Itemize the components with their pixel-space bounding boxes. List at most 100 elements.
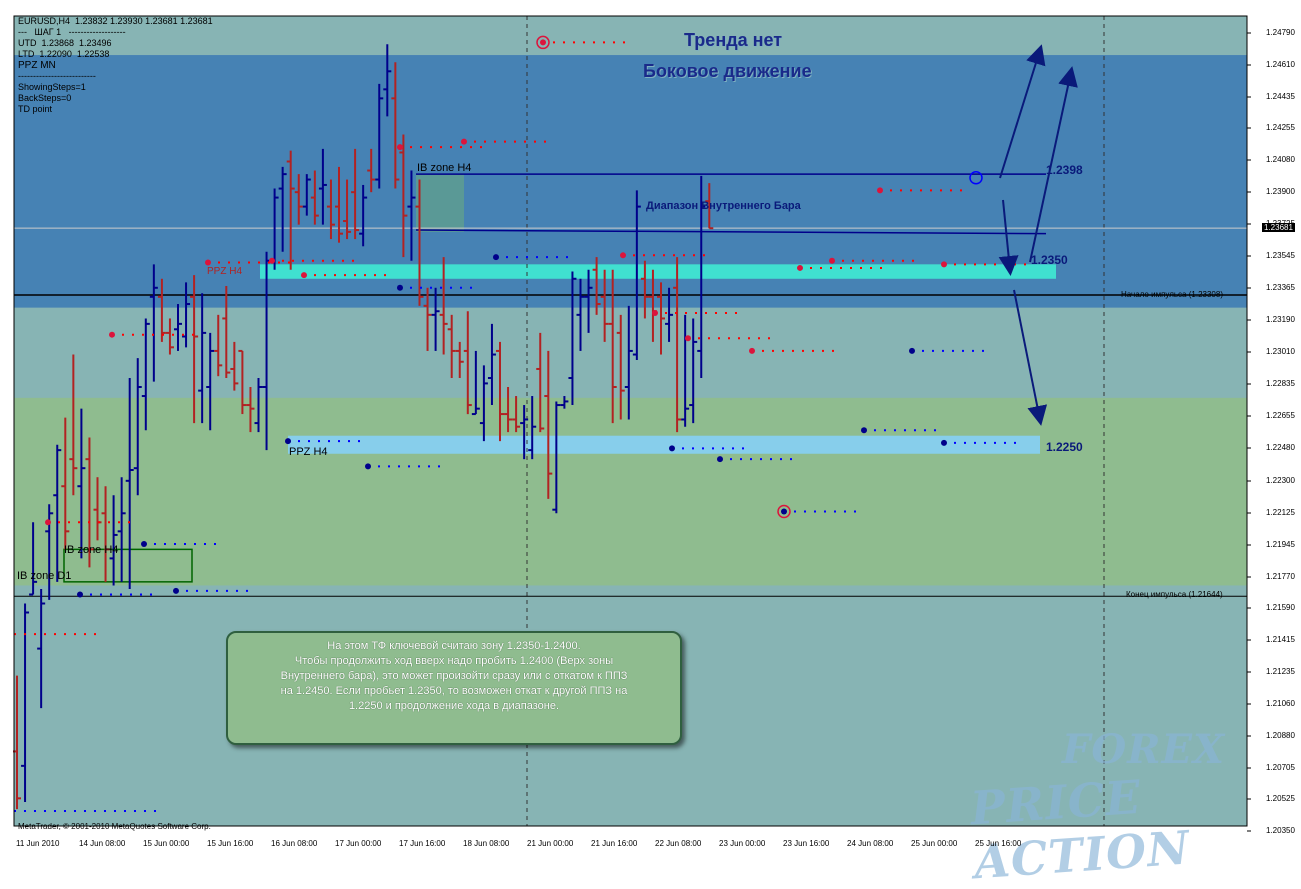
headline-sideways: Боковое движение [643,61,812,81]
cyan-zone-band [260,264,1056,279]
ppz-green-band [14,397,1247,586]
ppz-h4-upper-label: PPZ H4 [207,266,243,277]
current-price-label: 1.23681 [1262,223,1295,233]
price-tick-label: 1.20880 [1266,731,1295,740]
headline-no-trend: Тренда нет [684,30,783,50]
scenario-arrow-2 [998,199,1019,276]
price-tick-label: 1.21235 [1266,667,1295,676]
ib-zone-d1-label: IB zone D1 [17,570,72,582]
time-tick-label: 22 Jun 08:00 [655,839,702,848]
td-point-low [173,587,179,594]
indicator-line-1: --- ШАГ 1 ------------------- [18,27,126,37]
plot-border [13,15,1248,827]
time-tick-label: 23 Jun 00:00 [719,839,766,848]
chart-frame: { "chart_data": { "type": "ohlc-bar", "s… [13,15,1295,889]
td-point-high [540,39,546,46]
price-tick-label: 1.22300 [1266,476,1295,485]
level-1-2350: 1.2350 [1031,253,1068,267]
indicator-line-6: ShowingSteps=1 [18,82,86,92]
price-tick-label: 1.24255 [1266,123,1295,132]
ib-zone-h4-rect [416,174,464,232]
time-tick-label: 11 Jun 2010 [16,839,60,848]
td-point-low [781,508,787,515]
td-point-high [797,264,803,271]
price-tick-label: 1.23190 [1266,315,1295,324]
time-tick-label: 21 Jun 16:00 [591,839,638,848]
td-point-low [141,540,147,547]
time-tick-label: 16 Jun 08:00 [271,839,318,848]
td-point-low [717,456,723,463]
td-point-high [652,310,658,317]
price-tick-label: 1.23545 [1266,251,1295,260]
price-tick-label: 1.21590 [1266,603,1295,612]
td-point-low [397,284,403,291]
td-point-high [941,261,947,268]
price-tick-label: 1.22655 [1266,411,1295,420]
time-tick-label: 21 Jun 00:00 [527,839,574,848]
td-point-high [301,272,307,279]
price-tick-label: 1.22480 [1266,443,1295,452]
td-point-low [365,463,371,470]
price-tick-label: 1.24080 [1266,155,1295,164]
note-line-1: На этом ТФ ключевой считаю зону 1.2350-1… [327,640,581,652]
note-line-3: Внутреннего бара), это может произойти с… [280,670,628,682]
impulse-start-label: Начало импульса (1.23308) [1121,290,1223,299]
ib-zone-h4-label-upper: IB zone H4 [417,162,472,174]
indicator-line-2: UTD 1.23868 1.23496 [18,38,112,48]
time-tick-label: 17 Jun 16:00 [399,839,446,848]
analysis-note: На этом ТФ ключевой считаю зону 1.2350-1… [226,631,682,745]
price-tick-label: 1.21415 [1266,635,1295,644]
indicator-text: EURUSD,H4 1.23832 1.23930 1.23681 1.2368… [18,16,213,115]
highlight-circle-low [777,504,791,519]
ib-range-label: Диапазон Внутреннего Бара [646,200,801,212]
price-tick-label: 1.23365 [1266,283,1295,292]
indicator-line-8: TD point [18,104,53,114]
ib-zone-h4-label-lower: IB zone H4 [64,544,119,556]
price-tick-label: 1.23900 [1266,187,1295,196]
indicator-line-5: -------------------------- [18,71,96,81]
watermark-price-action: PRICE ACTION [968,769,1192,889]
price-tick-label: 1.20705 [1266,763,1295,772]
td-point-low [669,445,675,452]
level-1-2250: 1.2250 [1046,440,1083,454]
indicator-line-4: PPZ MN [18,60,56,71]
price-tick-label: 1.21060 [1266,699,1295,708]
indicator-line-7: BackSteps=0 [18,93,72,103]
ppz-h4-band [288,435,1040,454]
td-point-high [461,138,467,145]
time-tick-label: 25 Jun 16:00 [975,839,1022,848]
td-point-high [620,252,626,259]
td-point-high [109,331,115,338]
td-point-high [829,257,835,264]
scenario-arrow-3 [1013,289,1048,426]
scenario-arrow-0 [999,44,1046,179]
time-tick-label: 14 Jun 08:00 [79,839,126,848]
td-point-low [285,438,291,445]
symbol-line: EURUSD,H4 1.23832 1.23930 1.23681 1.2368… [18,16,213,26]
note-line-4: на 1.2450. Если пробьет 1.2350, то возмо… [280,685,628,697]
impulse-end-label: Конец импульса (1.21644) [1126,590,1223,599]
time-tick-label: 23 Jun 16:00 [783,839,830,848]
time-tick-label: 17 Jun 00:00 [335,839,382,848]
td-point-high [205,259,211,266]
td-point-low [77,591,83,598]
watermark-forex: FOREX [1062,726,1226,773]
time-tick-label: 15 Jun 16:00 [207,839,254,848]
level-1-2398: 1.2398 [1046,163,1083,177]
td-point-high [45,519,51,526]
time-tick-label: 15 Jun 00:00 [143,839,190,848]
price-tick-label: 1.22125 [1266,508,1295,517]
price-tick-label: 1.21945 [1266,540,1295,549]
ppz-h4-lower-label: PPZ H4 [289,446,328,458]
td-point-high [685,335,691,342]
td-point-high [749,347,755,354]
td-point-high [269,257,275,264]
price-tick-label: 1.20350 [1266,826,1295,835]
copyright-text: MetaTrader, © 2001-2010 MetaQuotes Softw… [18,822,211,831]
price-tick-label: 1.24435 [1266,92,1295,101]
price-tick-label: 1.20525 [1266,794,1295,803]
td-point-high [877,187,883,194]
indicator-line-3: LTD 1.22090 1.22538 [18,49,110,59]
time-tick-label: 18 Jun 08:00 [463,839,510,848]
highlight-circle-high [536,35,550,50]
